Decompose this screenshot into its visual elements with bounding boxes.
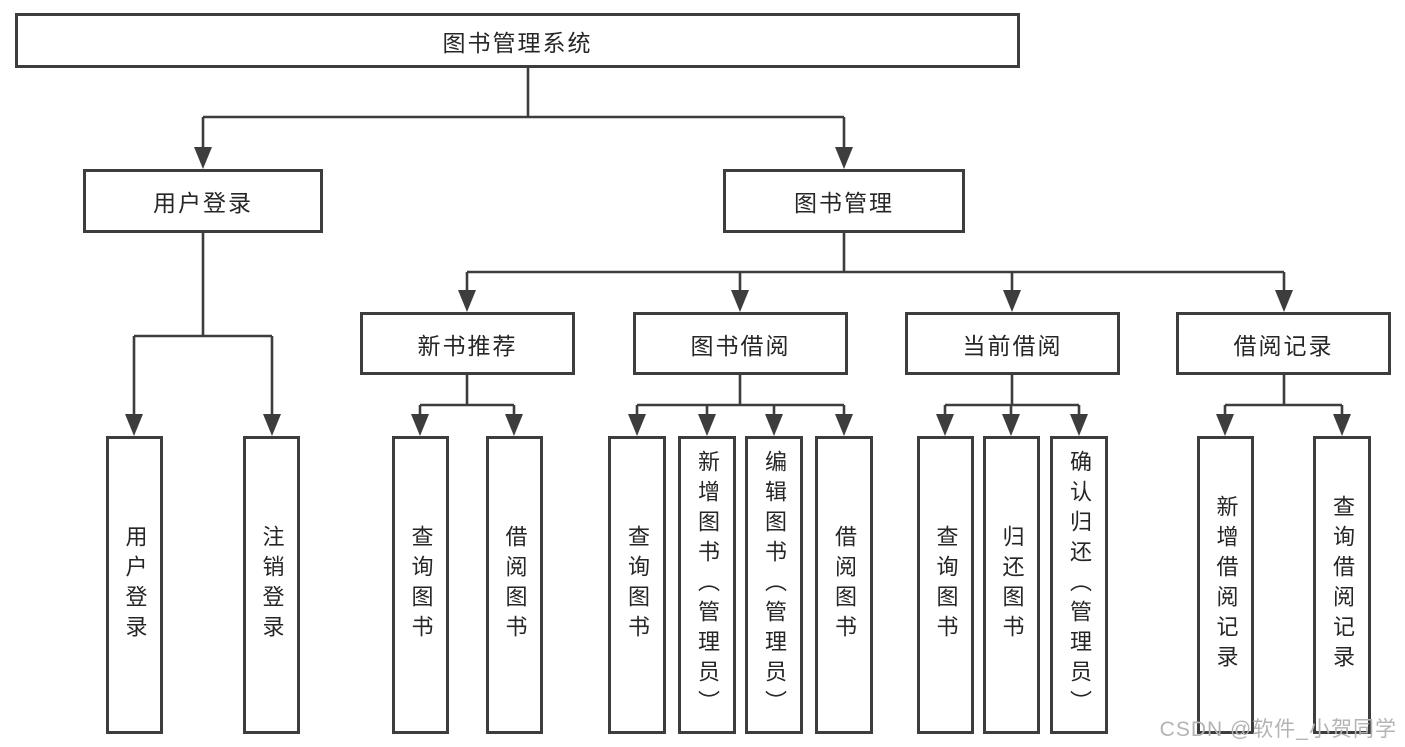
node-new-book-recommend: 新书推荐: [360, 312, 575, 375]
node-book-management-label: 图书管理: [794, 190, 894, 216]
leaf-query-books-2-label: 查询图书: [625, 525, 650, 645]
leaf-add-book-admin-label: 新增图书（管理员）: [695, 450, 720, 720]
leaf-add-borrow-record-label: 新增借阅记录: [1213, 495, 1239, 675]
node-borrow-records: 借阅记录: [1176, 312, 1391, 375]
leaf-query-books-3: 查询图书: [917, 436, 974, 734]
leaf-add-book-admin: 新增图书（管理员）: [678, 436, 736, 734]
node-current-borrowing: 当前借阅: [905, 312, 1120, 375]
leaf-return-book-label: 归还图书: [999, 525, 1025, 645]
node-current-borrowing-label: 当前借阅: [962, 332, 1063, 359]
leaf-borrow-books-1-label: 借阅图书: [502, 525, 528, 645]
leaf-confirm-return-admin-label: 确认归还（管理员）: [1067, 450, 1092, 720]
leaf-logout-label: 注销登录: [259, 525, 285, 645]
node-root-label: 图书管理系统: [442, 29, 593, 56]
leaf-edit-book-admin: 编辑图书（管理员）: [745, 436, 803, 734]
leaf-query-borrow-record-label: 查询借阅记录: [1330, 495, 1355, 675]
watermark: CSDN @软件_小贺同学: [1159, 718, 1397, 741]
leaf-query-borrow-record: 查询借阅记录: [1313, 436, 1371, 734]
leaf-query-books-3-label: 查询图书: [933, 525, 959, 645]
leaf-query-books-1: 查询图书: [392, 436, 449, 734]
leaf-confirm-return-admin: 确认归还（管理员）: [1050, 436, 1108, 734]
leaf-borrow-books-2: 借阅图书: [815, 436, 873, 734]
node-borrow-records-label: 借阅记录: [1233, 332, 1334, 359]
leaf-user-login-label: 用户登录: [122, 525, 148, 645]
node-user-login-label: 用户登录: [153, 190, 253, 216]
leaf-add-borrow-record: 新增借阅记录: [1197, 436, 1254, 734]
leaf-user-login: 用户登录: [106, 436, 163, 734]
node-book-borrowing-label: 图书借阅: [690, 332, 791, 359]
node-new-book-recommend-label: 新书推荐: [417, 332, 518, 359]
leaf-query-books-1-label: 查询图书: [408, 525, 434, 645]
leaf-borrow-books-2-label: 借阅图书: [832, 525, 857, 645]
node-book-management: 图书管理: [723, 169, 965, 233]
leaf-return-book: 归还图书: [983, 436, 1040, 734]
node-user-login: 用户登录: [83, 169, 323, 233]
node-book-borrowing: 图书借阅: [633, 312, 848, 375]
leaf-borrow-books-1: 借阅图书: [486, 436, 543, 734]
leaf-logout: 注销登录: [243, 436, 300, 734]
leaf-query-books-2: 查询图书: [608, 436, 666, 734]
leaf-edit-book-admin-label: 编辑图书（管理员）: [762, 450, 787, 720]
node-root: 图书管理系统: [15, 13, 1020, 68]
